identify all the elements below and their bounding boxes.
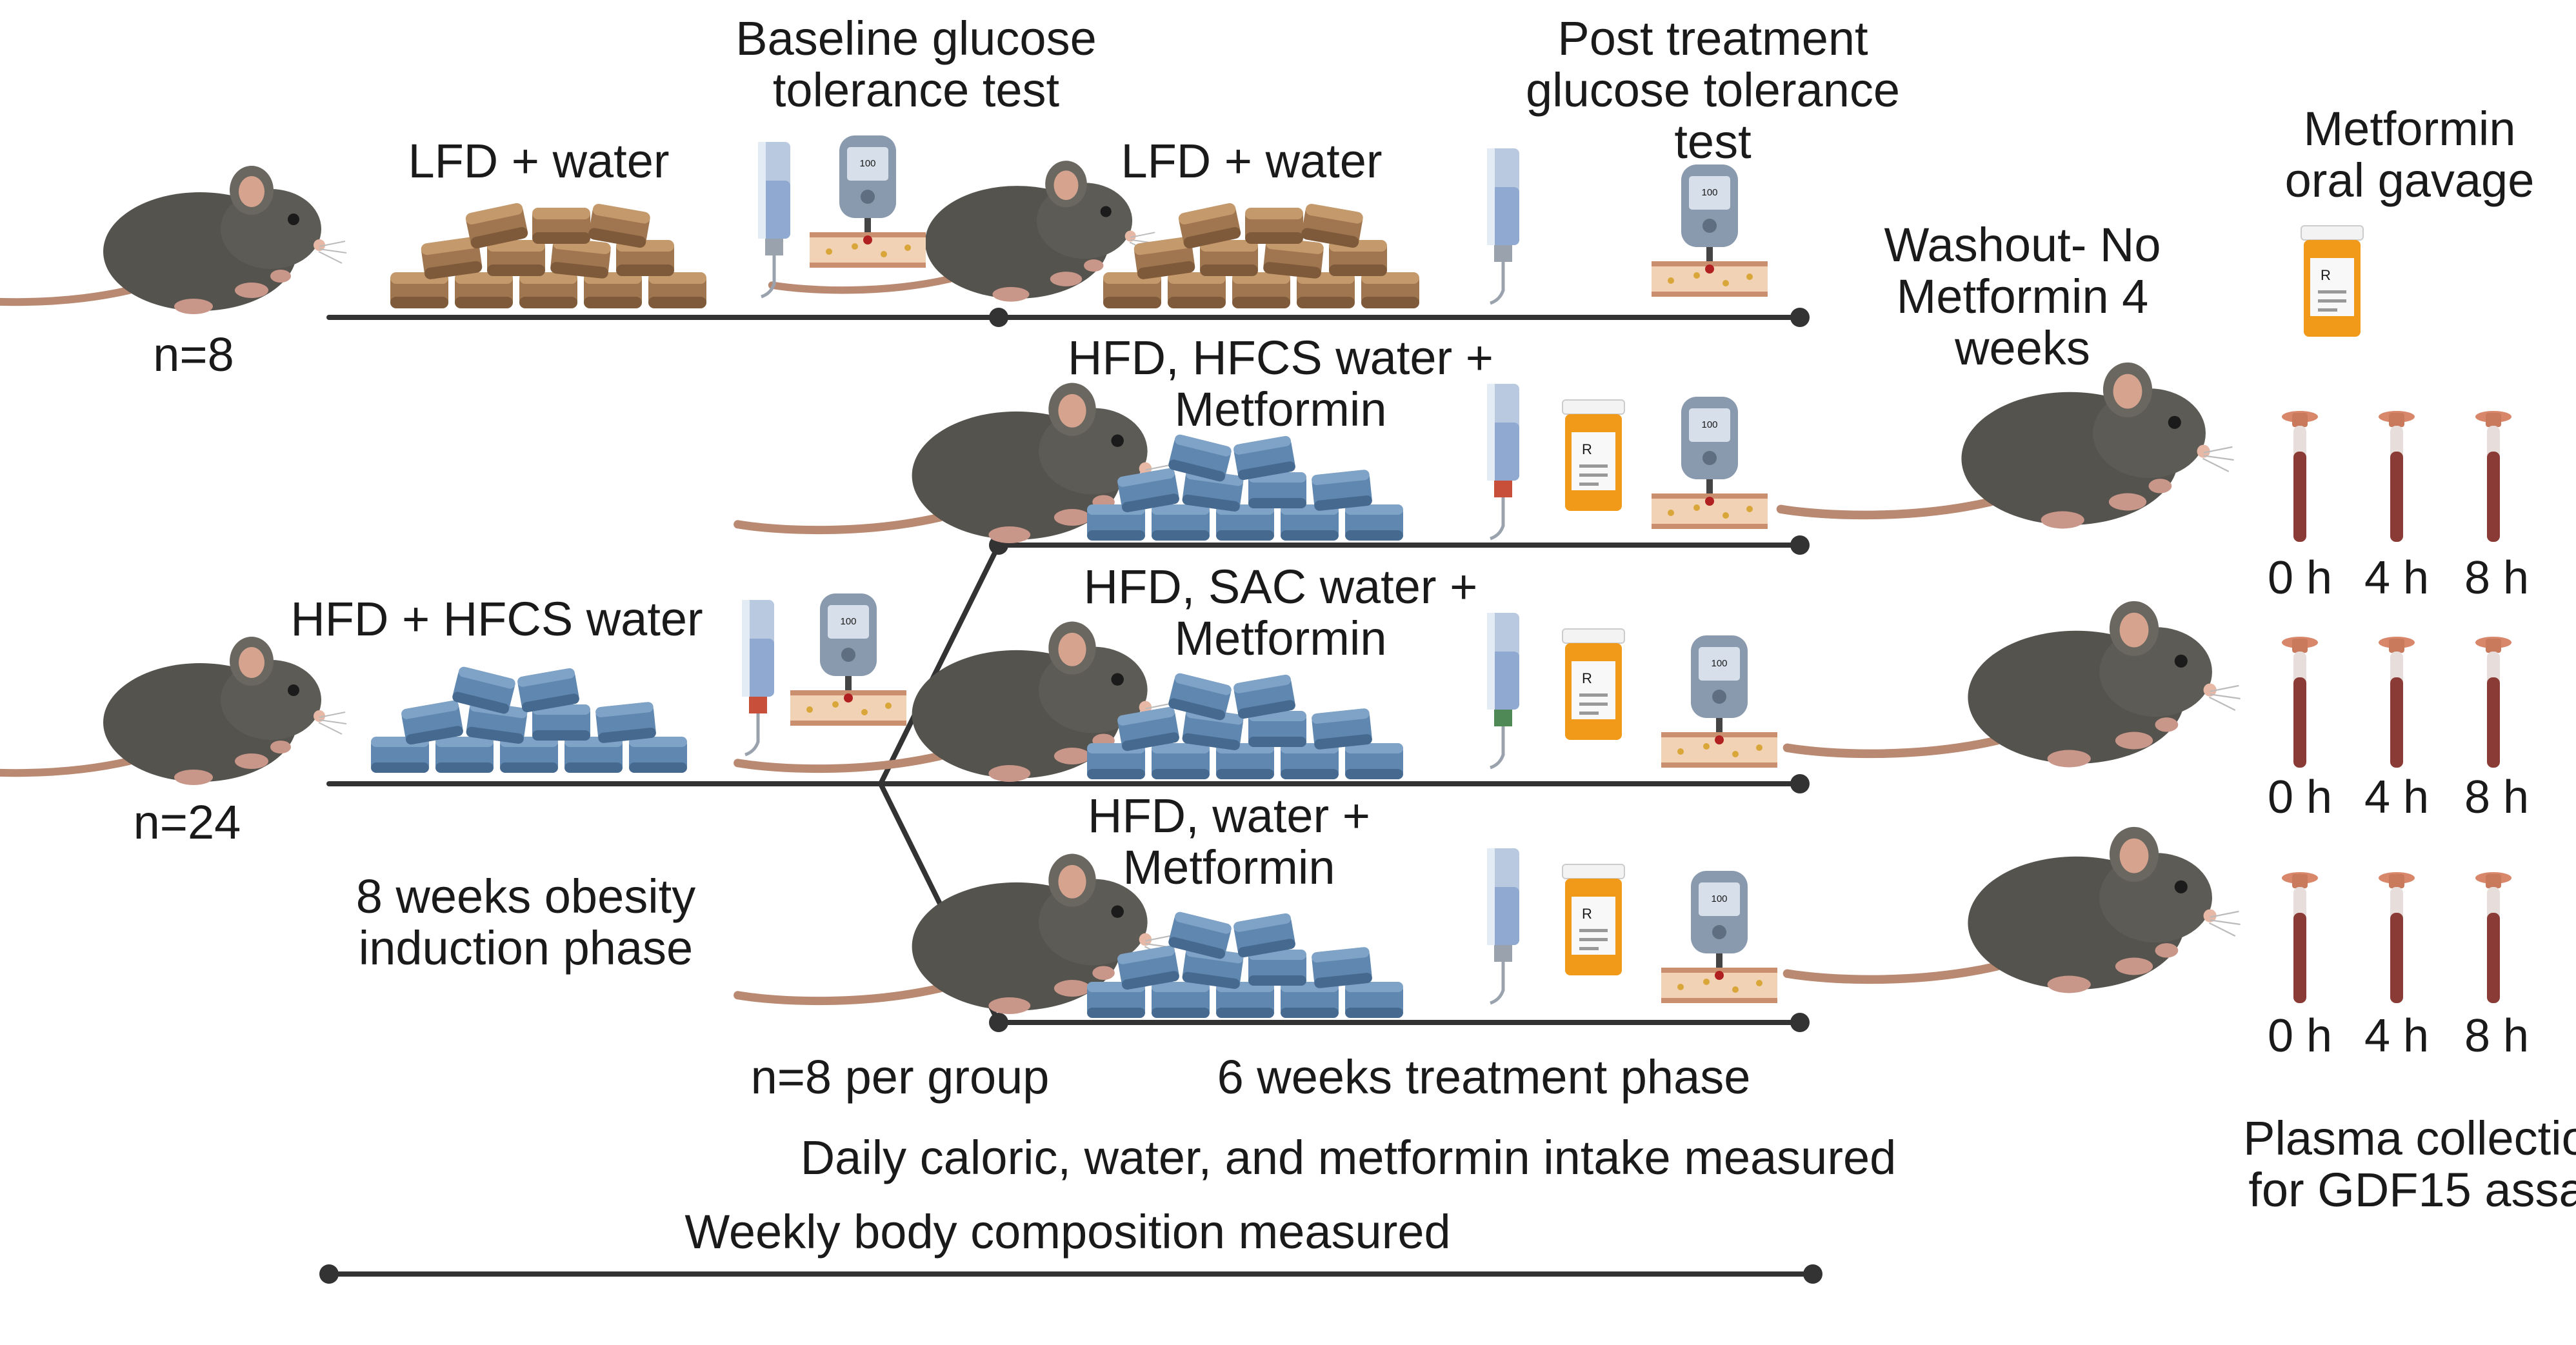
washout-label: weeks xyxy=(1954,321,2090,375)
top-group-diet-1: LFD + water xyxy=(408,134,669,188)
water-bottle-icon xyxy=(1487,148,1519,303)
blood-tube-icon xyxy=(2282,411,2318,542)
timepoint-label: 4 h xyxy=(2364,772,2429,823)
group-1-label: HFD, HFCS water + xyxy=(1068,331,1493,384)
pill-bottle-icon xyxy=(1562,864,1625,976)
weekly-measure-label: Weekly body composition measured xyxy=(684,1205,1450,1259)
mouse-icon xyxy=(1787,827,2240,993)
induction-phase-label: 8 weeks obesity xyxy=(356,870,696,923)
group-2-label: Metformin xyxy=(1175,612,1387,665)
timepoint-label: 8 h xyxy=(2464,552,2529,604)
group-1-label: Metformin xyxy=(1175,383,1387,436)
induction-n: n=24 xyxy=(134,795,241,849)
mouse-icon xyxy=(0,166,346,314)
pill-bottle-icon xyxy=(2301,225,2364,337)
blood-tube-icon xyxy=(2379,637,2415,768)
glucometer-icon xyxy=(810,135,926,268)
mouse-icon xyxy=(0,637,346,785)
blood-tubes-row-3 xyxy=(2282,872,2511,1003)
water-bottle-icon xyxy=(758,142,790,297)
timepoint-label: 8 h xyxy=(2464,772,2529,823)
blood-tubes-row-1 xyxy=(2282,411,2511,542)
food-pellets-icon xyxy=(1103,202,1419,308)
blood-tube-icon xyxy=(2282,872,2318,1003)
blood-tube-icon xyxy=(2475,411,2511,542)
blood-tubes-row-2 xyxy=(2282,637,2511,768)
mouse-icon xyxy=(1787,601,2240,768)
timepoint-label: 4 h xyxy=(2364,1010,2429,1062)
post-gtt-label: glucose tolerance xyxy=(1526,63,1900,117)
top-group-diet-2: LFD + water xyxy=(1121,134,1382,188)
glucometer-icon xyxy=(790,593,906,726)
glucometer-icon xyxy=(1652,164,1768,297)
mouse-icon xyxy=(1781,363,2233,529)
post-gtt-label: Post treatment xyxy=(1557,12,1868,65)
induction-phase-label: induction phase xyxy=(359,921,693,975)
post-gtt-label: test xyxy=(1674,115,1752,168)
timepoint-label: 0 h xyxy=(2268,552,2332,604)
blood-tube-icon xyxy=(2379,411,2415,542)
washout-label: Metformin 4 xyxy=(1897,270,2149,323)
blood-tube-icon xyxy=(2379,872,2415,1003)
glucometer-icon xyxy=(1661,871,1777,1003)
treatment-phase-label: 6 weeks treatment phase xyxy=(1217,1050,1751,1104)
water-bottle-icon xyxy=(1487,384,1519,539)
water-bottle-icon xyxy=(1487,848,1519,1003)
induction-diet: HFD + HFCS water xyxy=(290,592,703,646)
water-bottle-icon xyxy=(742,600,774,755)
blood-tube-icon xyxy=(2282,637,2318,768)
timepoint-label: 0 h xyxy=(2268,772,2332,823)
pill-bottle-icon xyxy=(1562,399,1625,512)
plasma-label: Plasma collection xyxy=(2243,1111,2576,1165)
water-bottle-icon xyxy=(1487,613,1519,768)
blood-tube-icon xyxy=(2475,872,2511,1003)
group-3-label: Metformin xyxy=(1123,841,1335,894)
baseline-gtt-label: Baseline glucose xyxy=(735,12,1096,65)
timepoint-label: 4 h xyxy=(2364,552,2429,604)
mouse-icon xyxy=(772,161,1157,302)
food-pellets-icon xyxy=(371,665,687,773)
blood-tube-icon xyxy=(2475,637,2511,768)
group-2-label: HFD, SAC water + xyxy=(1084,560,1478,613)
glucometer-icon xyxy=(1652,397,1768,529)
washout-label: Washout- No xyxy=(1884,218,2161,272)
top-group-n: n=8 xyxy=(153,328,234,381)
plasma-label: for GDF15 assay xyxy=(2248,1163,2576,1217)
daily-measure-label: Daily caloric, water, and metformin inta… xyxy=(801,1131,1897,1184)
gavage-label: Metformin xyxy=(2304,102,2516,155)
glucometer-icon xyxy=(1661,635,1777,768)
gavage-label: oral gavage xyxy=(2285,154,2535,207)
timepoint-label: 8 h xyxy=(2464,1010,2529,1062)
per-group-n: n=8 per group xyxy=(751,1050,1050,1104)
food-pellets-icon xyxy=(390,202,706,308)
timepoint-label: 0 h xyxy=(2268,1010,2332,1062)
baseline-gtt-label: tolerance test xyxy=(773,63,1060,117)
group-3-label: HFD, water + xyxy=(1088,789,1370,842)
pill-bottle-icon xyxy=(1562,628,1625,741)
